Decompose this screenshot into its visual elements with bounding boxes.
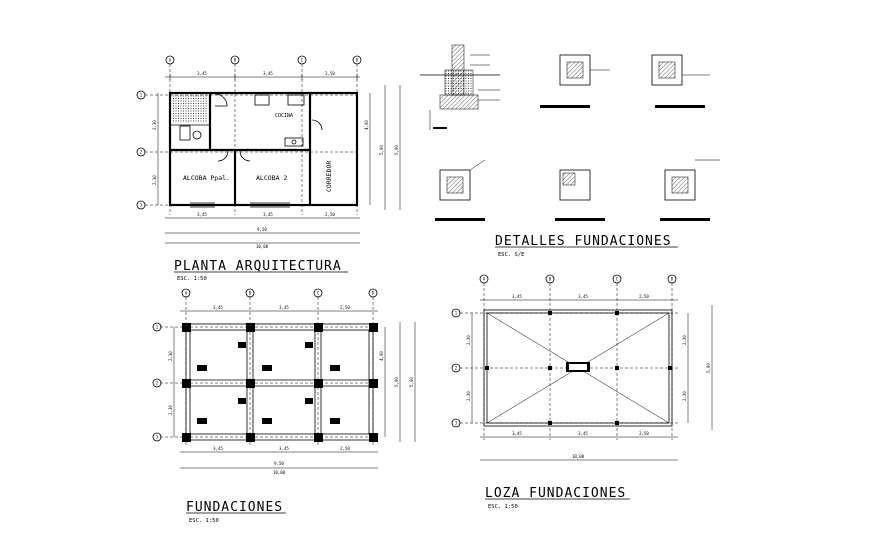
footing-pads	[182, 323, 378, 442]
svg-text:2,30: 2,30	[682, 391, 687, 401]
svg-text:3: 3	[140, 203, 143, 208]
svg-text:2,30: 2,30	[152, 175, 157, 185]
svg-text:2,50: 2,50	[639, 294, 649, 299]
svg-text:4,00: 4,00	[364, 120, 369, 130]
loza-columns	[485, 311, 672, 425]
svg-text:3,45: 3,45	[213, 305, 223, 310]
planta-title: PLANTA ARQUITECTURA	[174, 259, 342, 274]
svg-text:3,45: 3,45	[197, 212, 207, 217]
svg-text:2,50: 2,50	[340, 446, 350, 451]
svg-text:A: A	[185, 291, 188, 296]
fundaciones-plan: A B C D 1 2 3 3,45 3,45 2,50	[152, 288, 416, 524]
detalles-title: DETALLES FUNDACIONES	[495, 234, 672, 249]
svg-text:2,30: 2,30	[168, 405, 173, 415]
svg-text:10,00: 10,00	[572, 454, 585, 459]
svg-text:3,45: 3,45	[578, 294, 588, 299]
svg-text:2,30: 2,30	[168, 351, 173, 361]
loza-fundaciones: A B C D 1 2 3 3,45 3,45 2,50	[451, 274, 713, 510]
svg-text:2,50: 2,50	[340, 305, 350, 310]
svg-text:3,45: 3,45	[512, 294, 522, 299]
svg-text:3,45: 3,45	[263, 212, 273, 217]
detail-footing-2	[651, 54, 710, 108]
loza-scale: ESC. 1:50	[488, 504, 518, 510]
detalles-scale: ESC. S/E	[498, 252, 525, 258]
svg-text:C: C	[616, 277, 619, 282]
svg-text:B: B	[549, 277, 552, 282]
svg-text:3,45: 3,45	[263, 71, 273, 76]
svg-text:3,45: 3,45	[213, 446, 223, 451]
detail-footing-3	[435, 159, 486, 221]
svg-text:D: D	[671, 277, 674, 282]
svg-text:1: 1	[455, 311, 458, 316]
svg-text:2,50: 2,50	[325, 71, 335, 76]
svg-text:2,50: 2,50	[325, 212, 335, 217]
svg-text:5,00: 5,00	[409, 377, 414, 387]
svg-text:2,50: 2,50	[639, 431, 649, 436]
svg-text:5,00: 5,00	[379, 145, 384, 155]
svg-text:2,30: 2,30	[682, 335, 687, 345]
planta-arquitectura: A B C D 1 2 3 3,45 3,45 2,50	[136, 55, 401, 282]
svg-text:2: 2	[140, 150, 143, 155]
detail-section	[420, 44, 500, 130]
svg-text:10,00: 10,00	[273, 470, 286, 475]
svg-text:9,50: 9,50	[257, 227, 267, 232]
grid-label-c: C	[301, 58, 304, 63]
svg-text:2: 2	[156, 381, 159, 386]
svg-text:5,00: 5,00	[394, 145, 399, 155]
svg-text:2,30: 2,30	[466, 391, 471, 401]
svg-text:3,45: 3,45	[512, 431, 522, 436]
fundaciones-title: FUNDACIONES	[186, 500, 283, 515]
svg-text:4,00: 4,00	[379, 351, 384, 361]
loza-title: LOZA FUNDACIONES	[485, 486, 626, 501]
svg-text:5,00: 5,00	[706, 363, 711, 373]
svg-text:5,00: 5,00	[394, 377, 399, 387]
svg-text:2,30: 2,30	[466, 335, 471, 345]
grid-label-d: D	[356, 58, 359, 63]
svg-text:3,45: 3,45	[197, 71, 207, 76]
grid-label-b: B	[234, 58, 237, 63]
room-alcoba-2: ALCOBA 2	[256, 174, 287, 182]
detalles-fundaciones: DETALLES FUNDACIONES ESC. S/E	[420, 44, 720, 258]
room-corredor: CORREDOR	[325, 161, 333, 192]
svg-text:3,45: 3,45	[279, 305, 289, 310]
svg-text:2,30: 2,30	[152, 120, 157, 130]
svg-text:3,45: 3,45	[578, 431, 588, 436]
grid-label-a: A	[169, 58, 172, 63]
svg-text:D: D	[372, 291, 375, 296]
svg-text:9,50: 9,50	[274, 461, 284, 466]
room-alcoba-ppal: ALCOBA Ppal.	[183, 174, 230, 182]
svg-text:1: 1	[140, 93, 143, 98]
room-cocina: COCINA	[275, 113, 293, 119]
svg-text:B: B	[249, 291, 252, 296]
svg-text:C: C	[317, 291, 320, 296]
svg-text:3: 3	[455, 421, 458, 426]
planta-scale: ESC. 1:50	[177, 276, 207, 282]
svg-text:2: 2	[455, 366, 458, 371]
svg-text:10,00: 10,00	[256, 244, 269, 249]
fundaciones-scale: ESC. 1:50	[189, 518, 219, 524]
svg-text:3: 3	[156, 435, 159, 440]
svg-text:A: A	[483, 277, 486, 282]
detail-footing-5	[660, 159, 720, 221]
detail-footing-4	[555, 169, 605, 221]
detail-footing-1	[540, 54, 610, 108]
svg-text:3,45: 3,45	[279, 446, 289, 451]
svg-text:1: 1	[156, 325, 159, 330]
